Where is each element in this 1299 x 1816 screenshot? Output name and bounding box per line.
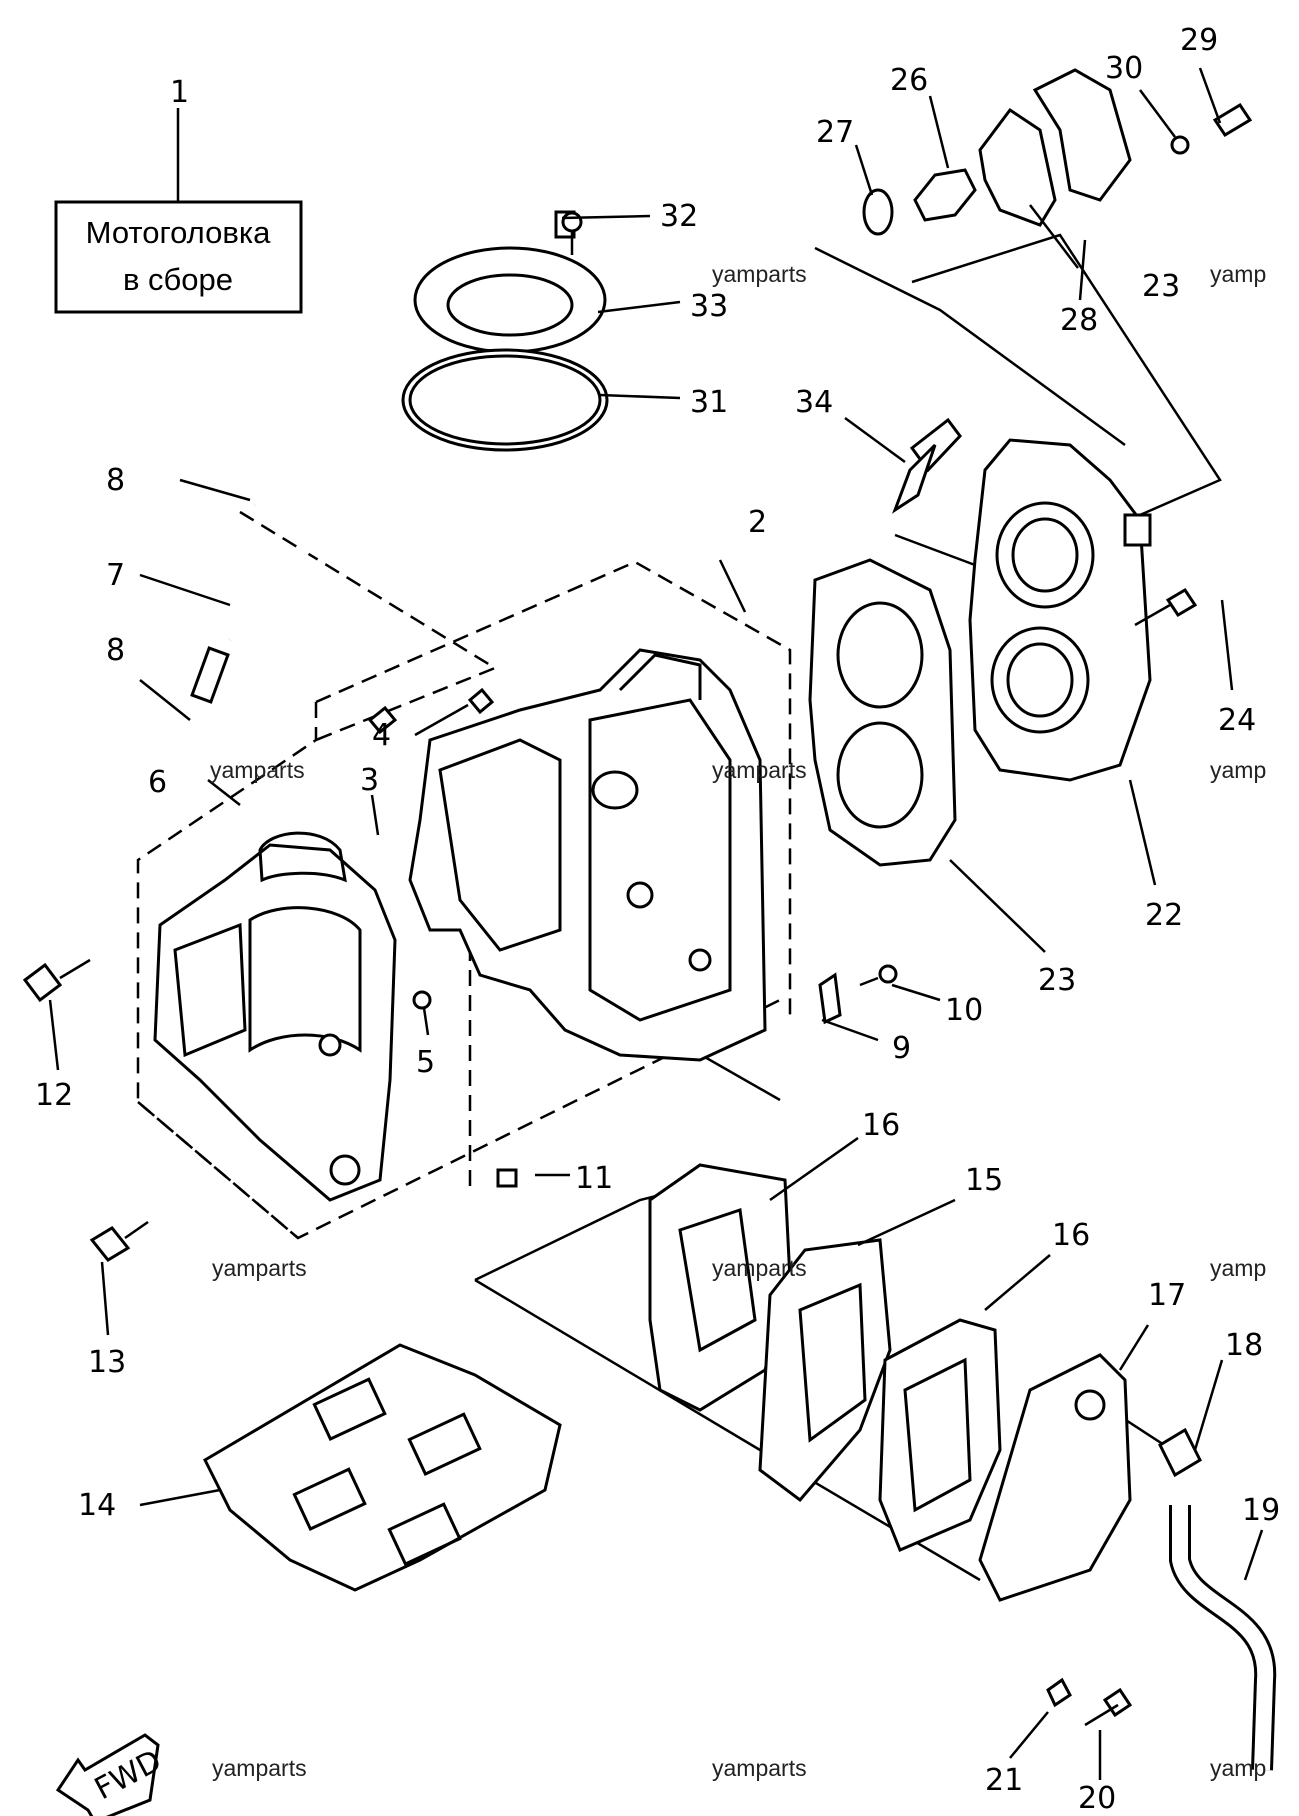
exhaust-plate-part <box>758 1238 892 1503</box>
callout-16-right: 16 <box>1052 1218 1090 1253</box>
callout-20: 20 <box>1078 1781 1116 1816</box>
watermark: yamparts <box>712 261 807 287</box>
watermark: yamparts <box>210 757 305 783</box>
callout-27: 27 <box>816 115 854 150</box>
watermark: yamparts <box>212 1755 307 1781</box>
spark-plug-part <box>891 417 962 514</box>
callout-6: 6 <box>148 765 167 800</box>
cylinder-head-part <box>968 438 1152 782</box>
callout-23-top: 23 <box>1142 269 1180 304</box>
callout-13: 13 <box>88 1345 126 1380</box>
callout-29: 29 <box>1180 23 1218 58</box>
callout-15: 15 <box>965 1163 1003 1198</box>
watermarks: yamparts yamp yamparts yamparts yamp yam… <box>210 261 1266 1781</box>
watermark: yamparts <box>712 757 807 783</box>
head-gasket-part <box>808 558 957 867</box>
callout-3: 3 <box>360 763 379 798</box>
watermark-short: yamp <box>1210 261 1266 287</box>
callout-5: 5 <box>416 1045 435 1080</box>
watermark-short: yamp <box>1210 757 1266 783</box>
callout-34: 34 <box>795 385 833 420</box>
callout-14: 14 <box>78 1488 116 1523</box>
callout-33: 33 <box>690 289 728 324</box>
callout-7: 7 <box>106 558 125 593</box>
title-box: Мотоголовка в сборе <box>54 200 303 314</box>
callout-17: 17 <box>1148 1278 1186 1313</box>
callout-10: 10 <box>945 993 983 1028</box>
watermark: yamparts <box>212 1255 307 1281</box>
cylinder-block-part <box>153 831 397 1202</box>
callout-8-top: 8 <box>106 463 125 498</box>
callout-23-mid: 23 <box>1038 963 1076 998</box>
crankcase-part <box>408 648 767 1062</box>
callout-18: 18 <box>1225 1328 1263 1363</box>
callout-28: 28 <box>1060 303 1098 338</box>
callout-30: 30 <box>1105 51 1143 86</box>
callout-31: 31 <box>690 385 728 420</box>
ring-part <box>401 210 609 452</box>
watermark: yamparts <box>712 1755 807 1781</box>
water-hose-part <box>1158 1427 1277 1771</box>
callout-32: 32 <box>660 199 698 234</box>
callout-9: 9 <box>892 1031 911 1066</box>
callout-24: 24 <box>1218 703 1256 738</box>
callout-2: 2 <box>748 505 767 540</box>
callout-16-top: 16 <box>862 1108 900 1143</box>
callout-labels: 1 2 3 4 5 6 7 8 8 9 10 11 12 13 14 15 16… <box>35 23 1280 1816</box>
watermark-short: yamp <box>1210 1255 1266 1281</box>
watermark-short: yamp <box>1210 1755 1266 1781</box>
exhaust-gasket-2-part <box>878 1318 1002 1552</box>
watermark: yamparts <box>712 1255 807 1281</box>
hose-part <box>190 481 326 704</box>
leader-lines <box>48 67 1264 1780</box>
thermostat-group <box>862 68 1253 236</box>
callout-1: 1 <box>170 75 189 110</box>
callout-26: 26 <box>890 63 928 98</box>
callout-19: 19 <box>1242 1493 1280 1528</box>
base-gasket-part <box>203 1343 562 1592</box>
title-line-1: Мотоголовка <box>86 215 271 250</box>
callout-21: 21 <box>985 1763 1023 1798</box>
exhaust-cover-part <box>978 1353 1132 1602</box>
fwd-arrow-icon: FWD <box>55 1733 167 1816</box>
callout-11: 11 <box>575 1161 613 1196</box>
callout-12: 12 <box>35 1078 73 1113</box>
callout-4: 4 <box>372 718 391 753</box>
callout-22: 22 <box>1145 898 1183 933</box>
title-line-2: в сборе <box>123 262 233 297</box>
callout-8-bottom: 8 <box>106 633 125 668</box>
